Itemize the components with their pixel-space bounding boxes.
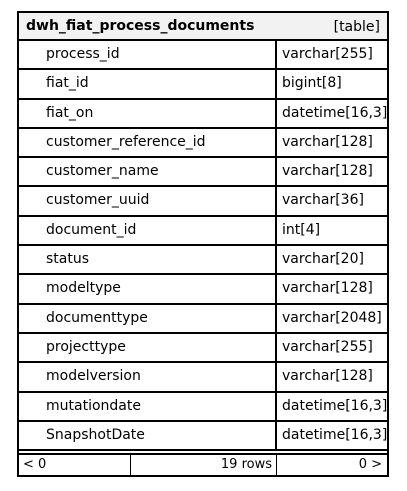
column-type: varchar[2048]: [282, 309, 382, 326]
column-row: fiat_on datetime[16,3]: [19, 99, 388, 129]
pagination-footer: < 0 19 rows 0 >: [19, 453, 387, 475]
column-name: document_id: [19, 216, 277, 245]
column-type: varchar[128]: [282, 163, 373, 180]
column-row: document_id int[4]: [19, 216, 387, 247]
column-type: bigint[8]: [282, 75, 342, 92]
column-name: documenttype: [19, 304, 277, 332]
column-row: fiat_id bigint[8]: [19, 70, 387, 100]
column-type: int[4]: [282, 221, 321, 238]
column-name: process_id: [19, 41, 277, 69]
column-type: varchar[255]: [282, 46, 373, 62]
column-name: customer_name: [19, 158, 277, 186]
table-entity: dwh_fiat_process_documents [table] proce…: [17, 11, 389, 477]
column-row: modelversion varchar[128]: [19, 363, 387, 393]
previous-page-button[interactable]: < 0: [19, 455, 131, 475]
column-type: varchar[128]: [282, 280, 373, 297]
column-row: mutationdate datetime[16,3]: [19, 392, 388, 422]
column-name: fiat_on: [19, 99, 277, 127]
column-name: modeltype: [19, 275, 277, 303]
column-name: customer_uuid: [19, 187, 277, 215]
next-page-button[interactable]: 0 >: [358, 457, 382, 472]
column-name: modelversion: [19, 363, 277, 391]
column-type: datetime[16,3]: [282, 397, 388, 414]
column-name: SnapshotDate: [19, 421, 277, 450]
column-name: customer_reference_id: [19, 128, 277, 157]
column-type: varchar[36]: [282, 192, 364, 209]
column-row: modeltype varchar[128]: [19, 275, 387, 305]
column-row: documenttype varchar[2048]: [19, 304, 387, 334]
column-row: process_id varchar[255]: [19, 41, 387, 71]
column-type: varchar[128]: [282, 133, 373, 150]
column-name: fiat_id: [19, 70, 277, 98]
column-type: varchar[20]: [282, 251, 364, 268]
table-header: dwh_fiat_process_documents [table]: [19, 13, 387, 41]
table-type-label: [table]: [333, 19, 380, 35]
table-title: dwh_fiat_process_documents: [26, 18, 255, 34]
column-row: customer_uuid varchar[36]: [19, 187, 387, 217]
column-row: SnapshotDate datetime[16,3]: [19, 421, 388, 452]
column-row: projecttype varchar[255]: [19, 333, 387, 364]
column-name: mutationdate: [19, 392, 277, 420]
column-name: status: [19, 246, 277, 274]
column-name: projecttype: [19, 333, 277, 362]
column-list: process_id varchar[255] fiat_id bigint[8…: [19, 41, 388, 452]
column-type: varchar[128]: [282, 368, 373, 385]
column-type: datetime[16,3]: [282, 104, 388, 121]
column-row: status varchar[20]: [19, 246, 387, 276]
column-row: customer_reference_id varchar[128]: [19, 128, 387, 159]
column-type: varchar[255]: [282, 338, 373, 355]
column-row: customer_name varchar[128]: [19, 158, 387, 188]
row-count: 19 rows: [131, 455, 277, 475]
column-type: datetime[16,3]: [282, 426, 388, 443]
